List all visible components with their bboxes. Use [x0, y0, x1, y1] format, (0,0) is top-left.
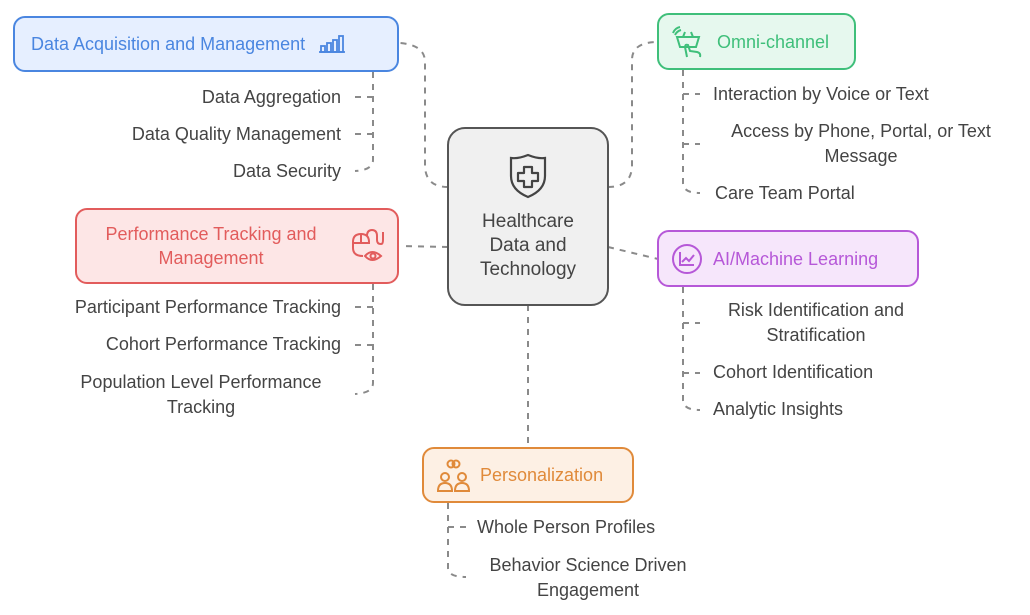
- ai-ml-node[interactable]: AI/Machine Learning: [657, 230, 919, 287]
- personalization-node[interactable]: Personalization: [422, 447, 634, 503]
- data-acquisition-node[interactable]: Data Acquisition and Management: [13, 16, 399, 72]
- center-title: Healthcare Data and Technology: [480, 210, 576, 282]
- sub-item: Analytic Insights: [713, 399, 844, 419]
- center-title-line: Data and: [489, 234, 567, 256]
- center-title-line: Healthcare: [482, 210, 574, 232]
- sub-item-line: Tracking: [166, 397, 236, 417]
- sub-item: Risk Identification and Stratification: [700, 298, 932, 348]
- performance-node[interactable]: Performance Tracking and Management: [75, 208, 399, 284]
- sub-item: Care Team Portal: [715, 183, 855, 203]
- sub-item-line: Behavior Science Driven: [489, 555, 687, 575]
- performance-title-line: Management: [158, 248, 264, 268]
- bar-chart-icon: [319, 35, 346, 53]
- sub-item-line: Engagement: [536, 580, 640, 600]
- sub-item-line: Message: [824, 146, 898, 166]
- omni-channel-node[interactable]: Omni-channel: [657, 13, 856, 70]
- omni-channel-title: Omni-channel: [717, 31, 830, 52]
- sub-item: Data Quality Management: [131, 124, 341, 144]
- connector-data-acq-subs: [354, 72, 374, 172]
- ai-ml-title: AI/Machine Learning: [713, 248, 879, 269]
- connector-center-ai: [607, 246, 659, 260]
- performance-title-line: Performance Tracking and: [105, 224, 317, 244]
- sub-item: Population Level Performance Tracking: [60, 370, 342, 420]
- basket-touch-icon: [672, 25, 702, 57]
- connector-center-performance: [399, 245, 449, 248]
- sub-item: Whole Person Profiles: [477, 517, 656, 537]
- personalization-title: Personalization: [480, 465, 604, 485]
- sub-item: Access by Phone, Portal, or Text Message: [700, 119, 1022, 169]
- sub-item-line: Stratification: [766, 325, 866, 345]
- sub-item: Cohort Identification: [713, 362, 874, 382]
- shield-cross-icon: [509, 153, 547, 198]
- center-node[interactable]: Healthcare Data and Technology: [447, 127, 609, 306]
- sub-item-line: Risk Identification and: [727, 300, 905, 320]
- sub-item: Behavior Science Driven Engagement: [466, 553, 710, 603]
- performance-title: Performance Tracking and Management: [91, 222, 331, 270]
- line-chart-circle-icon: [672, 243, 702, 274]
- center-title-line: Technology: [479, 258, 577, 280]
- connector-center-data-acquisition: [399, 42, 449, 188]
- people-link-icon: [436, 459, 471, 492]
- mouse-eye-icon: [352, 228, 384, 261]
- data-acquisition-title: Data Acquisition and Management: [31, 34, 306, 54]
- sub-item: Cohort Performance Tracking: [105, 334, 341, 354]
- connector-center-omni: [607, 41, 659, 188]
- sub-item: Interaction by Voice or Text: [713, 84, 929, 104]
- sub-item: Participant Performance Tracking: [74, 297, 341, 317]
- sub-item: Data Aggregation: [201, 87, 341, 107]
- sub-item: Data Security: [232, 161, 341, 181]
- sub-item-line: Population Level Performance: [80, 372, 322, 392]
- sub-item-line: Access by Phone, Portal, or Text: [731, 121, 991, 141]
